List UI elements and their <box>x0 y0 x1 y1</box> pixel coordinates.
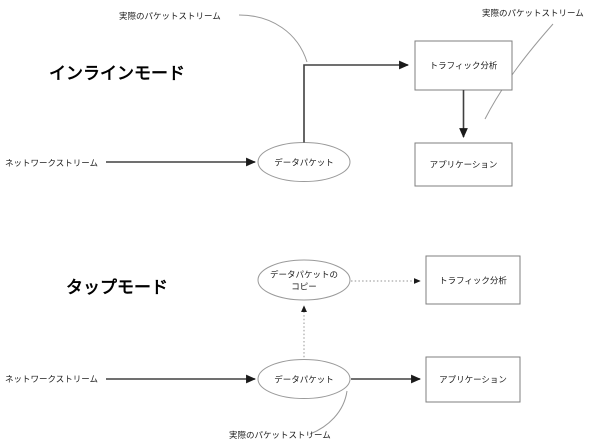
tap-application-box[interactable] <box>425 356 521 403</box>
tap-data-packet-copy-label-line2: コピー <box>291 281 317 291</box>
tap-data-packet-ellipse[interactable] <box>257 359 351 399</box>
tap-annotation-bottom-label: 実際のパケットストリーム <box>229 430 331 440</box>
tap-mode-title: タップモード <box>66 277 168 297</box>
tap-traffic-analysis-label: トラフィック分析 <box>439 275 507 285</box>
inline-annotation-right-label: 実際のパケットストリーム <box>482 8 584 18</box>
inline-annotation-right-curve <box>484 23 554 120</box>
inline-network-stream-label: ネットワークストリーム <box>5 158 98 168</box>
inline-application-box[interactable] <box>414 142 513 187</box>
tap-application-label: アプリケーション <box>439 374 507 384</box>
tap-data-packet-label: データパケット <box>274 374 334 384</box>
tap-data-packet-copy-ellipse[interactable] <box>257 259 351 301</box>
inline-mode-title: インラインモード <box>49 64 185 83</box>
inline-traffic-analysis-label: トラフィック分析 <box>430 60 498 70</box>
inline-annotation-left-curve <box>238 14 308 63</box>
inline-traffic-analysis-box[interactable] <box>414 40 513 91</box>
inline-annotation-left-label: 実際のパケットストリーム <box>119 11 221 21</box>
inline-data-packet-label: データパケット <box>274 157 334 167</box>
inline-application-label: アプリケーション <box>430 159 498 169</box>
tap-data-packet-copy-label-line1: データパケットの <box>270 269 338 279</box>
inline-packet-to-analysis-arrow <box>303 60 409 143</box>
tap-annotation-bottom-curve <box>309 390 348 435</box>
tap-network-stream-label: ネットワークストリーム <box>5 374 98 384</box>
tap-traffic-analysis-box[interactable] <box>425 255 521 305</box>
